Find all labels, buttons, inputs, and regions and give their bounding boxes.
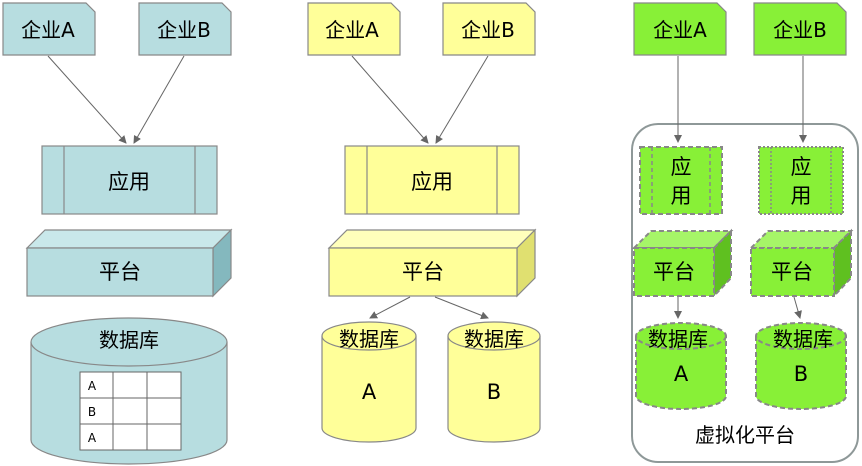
platform-label: 平台	[402, 260, 444, 284]
platform-b-box: 平台	[748, 228, 854, 299]
platform-b-label: 平台	[771, 260, 813, 284]
app-b-box: 应 用	[758, 146, 844, 215]
shared-table: A B A	[79, 371, 182, 451]
platform-box: 平台	[327, 228, 537, 298]
platform-label: 平台	[99, 260, 141, 284]
tenant-a-box: 企业A	[307, 2, 401, 56]
database-a-letter: A	[362, 380, 377, 404]
tenant-b-label: 企业B	[773, 18, 827, 42]
database-b-cylinder: 数据库 B	[755, 322, 847, 410]
tenant-a-label: 企业A	[21, 18, 75, 42]
database-a-letter: A	[674, 362, 689, 386]
database-b-cylinder: 数据库 B	[447, 321, 541, 443]
arrow-tenant-a-to-app	[47, 55, 127, 144]
app-label: 应用	[108, 170, 150, 194]
tenant-b-box: 企业B	[138, 2, 232, 56]
tenant-b-box: 企业B	[442, 2, 536, 56]
tenant-b-box: 企业B	[753, 2, 847, 56]
app-label: 应用	[411, 170, 453, 194]
arrow-platform-to-db-b	[434, 296, 489, 320]
arrow-tenant-b-to-app	[133, 55, 185, 144]
diagram-shared-schema: 企业A 企业B 应用 平台 数据库	[2, 2, 233, 465]
arrow-tenant-b-to-app	[435, 55, 489, 144]
database-a-cylinder: 数据库 A	[635, 322, 727, 410]
database-a-title: 数据库	[648, 327, 708, 351]
database-b-letter: B	[794, 362, 808, 386]
app-b-label-line-1: 应	[791, 155, 812, 179]
table-row-2-tenant: B	[88, 405, 96, 419]
platform-box: 平台	[25, 228, 233, 298]
diagram-virtualization: 虚拟化平台 企业A 企业B 应 用 应 用	[631, 2, 859, 463]
app-a-box: 应 用	[639, 146, 723, 215]
app-b-label-line-2: 用	[791, 184, 812, 208]
virtualization-platform-label: 虚拟化平台	[695, 423, 795, 447]
database-b-title: 数据库	[773, 327, 833, 351]
database-a-cylinder: 数据库 A	[321, 321, 417, 443]
database-b-letter: B	[487, 380, 501, 404]
tenant-b-label: 企业B	[157, 18, 211, 42]
diagram-separate-databases: 企业A 企业B 应用 平台 数据库 A	[307, 2, 541, 443]
tenant-b-label: 企业B	[461, 18, 515, 42]
database-label: 数据库	[99, 328, 159, 352]
platform-a-label: 平台	[653, 260, 695, 284]
tenant-a-label: 企业A	[325, 18, 379, 42]
tenant-a-label: 企业A	[653, 18, 707, 42]
arrow-tenant-a-to-app	[351, 55, 429, 144]
database-cylinder: 数据库 A B A	[30, 317, 228, 465]
database-b-title: 数据库	[464, 327, 524, 351]
app-a-label-line-2: 用	[671, 184, 692, 208]
app-a-label-line-1: 应	[671, 155, 692, 179]
arrow-platform-to-db-a	[369, 296, 411, 319]
table-row-3-tenant: A	[88, 431, 97, 445]
database-a-title: 数据库	[339, 327, 399, 351]
app-box: 应用	[344, 145, 520, 215]
tenant-a-box: 企业A	[2, 2, 96, 56]
tenant-a-box: 企业A	[633, 2, 727, 56]
table-row-1-tenant: A	[88, 379, 97, 393]
platform-a-box: 平台	[631, 228, 734, 299]
app-box: 应用	[41, 145, 218, 215]
arrow-platform-b-to-db-b	[793, 296, 802, 319]
